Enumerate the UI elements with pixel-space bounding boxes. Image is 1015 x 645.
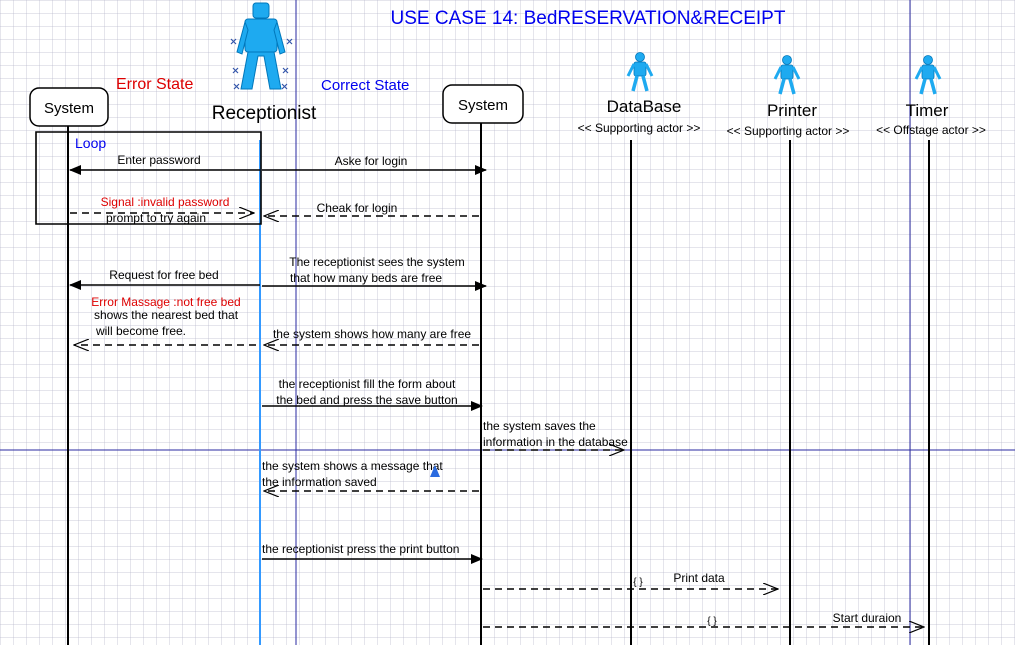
constraint-brace-2: { }: [707, 616, 717, 627]
print-data-label: Print data: [673, 571, 725, 585]
msg-saved-line1: the system shows a message that: [262, 459, 443, 473]
prompt-try-again-label: prompt to try again: [106, 211, 206, 225]
diagram-title: USE CASE 14: BedRESERVATION&RECEIPT: [391, 8, 786, 29]
cheak-login-label: Cheak for login: [317, 201, 398, 215]
enter-password-label: Enter password: [117, 153, 200, 167]
aske-login-label: Aske for login: [335, 154, 408, 168]
error-state-label: Error State: [116, 76, 193, 93]
receptionist-actor-icon[interactable]: [230, 2, 293, 90]
database-actor-icon[interactable]: [626, 52, 654, 92]
error-not-free-label: Error Massage :not free bed: [91, 295, 240, 309]
nearest-bed-line1: shows the nearest bed that: [94, 308, 239, 322]
timer-label: Timer: [906, 101, 949, 120]
database-stereotype: << Supporting actor >>: [578, 121, 701, 135]
msg-saved-line2: the information saved: [262, 475, 377, 489]
receptionist-label: Receptionist: [212, 103, 317, 124]
system-main-lifeline-box[interactable]: [442, 84, 524, 124]
saves-line2: information in the database: [483, 435, 628, 449]
correct-state-label: Correct State: [321, 77, 409, 94]
database-label: DataBase: [607, 97, 682, 116]
printer-stereotype: << Supporting actor >>: [727, 124, 850, 138]
print-button-label: the receptionist press the print button: [262, 542, 459, 556]
sees-free-line1: The receptionist sees the system: [289, 255, 464, 269]
printer-actor-icon[interactable]: [773, 55, 801, 95]
fill-form-line1: the receptionist fill the form about: [279, 377, 456, 391]
system-left-label: System: [44, 100, 94, 117]
timer-actor-icon[interactable]: [914, 55, 942, 95]
shows-free-label: the system shows how many are free: [273, 327, 471, 341]
printer-label: Printer: [767, 101, 817, 120]
start-duration-label: Start duraion: [833, 611, 902, 625]
loop-frame: [35, 131, 262, 225]
nearest-bed-line2: will become free.: [95, 324, 186, 338]
saves-line1: the system saves the: [483, 419, 596, 433]
system-main-label: System: [458, 97, 508, 114]
signal-invalid-label: Signal :invalid password: [101, 195, 230, 209]
sees-free-line2: that how many beds are free: [290, 271, 442, 285]
constraint-brace-1: { }: [633, 577, 643, 588]
fill-form-line2: the bed and press the save button: [276, 393, 457, 407]
cursor-triangle-icon: [430, 465, 440, 477]
request-free-bed-label: Request for free bed: [109, 268, 218, 282]
timer-stereotype: << Offstage actor >>: [876, 123, 986, 137]
loop-label: Loop: [75, 135, 106, 151]
